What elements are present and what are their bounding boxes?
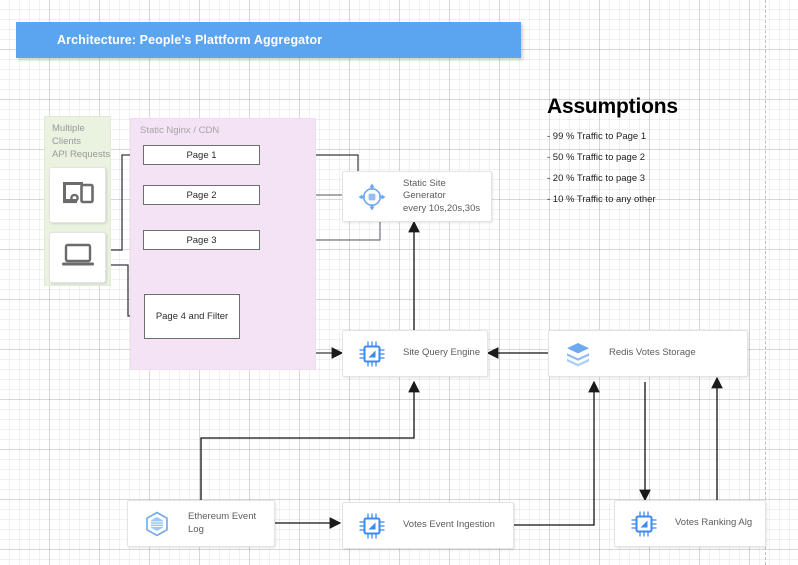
cpu-chip-icon [355,509,389,543]
client-devices-card[interactable] [49,167,106,223]
page-break-line [765,0,766,565]
page-box-page-4-and-filter[interactable]: Page 4 and Filter [144,294,240,339]
assumptions-heading: Assumptions [547,95,678,118]
devices-icon [60,179,96,212]
page-box-page-1[interactable]: Page 1 [143,145,260,165]
cpu-chip-icon [355,337,389,371]
page-2-label: Page 2 [186,189,217,201]
node-static-site-generator[interactable]: Static Site Generator every 10s,20s,30s [342,171,492,222]
stacked-layers-icon [561,337,595,371]
node-redis-votes-storage[interactable]: Redis Votes Storage [548,330,748,377]
page-4-label: Page 4 and Filter [155,311,229,322]
client-laptop-card[interactable] [49,232,106,283]
redis-votes-storage-label: Redis Votes Storage [609,347,696,359]
assumption-item: - 20 % Traffic to page 3 [547,173,646,184]
ethereum-event-log-label: Ethereum Event Log [188,511,257,535]
assumption-item: - 50 % Traffic to page 2 [547,152,646,163]
site-query-engine-label: Site Query Engine [403,347,481,359]
diagram-title-banner: Architecture: People's Plattform Aggrega… [16,22,521,58]
group-clients-label: Multiple Clients API Requests [52,123,111,160]
votes-event-ingestion-label: Votes Event Ingestion [403,519,495,531]
assumption-item: - 99 % Traffic to Page 1 [547,131,647,142]
assumption-item: - 10 % Traffic to any other [547,194,656,205]
page-3-label: Page 3 [186,234,217,246]
assumptions-panel: Assumptions - 99 % Traffic to Page 1 - 5… [547,95,678,215]
static-site-generator-label: Static Site Generator every 10s,20s,30s [403,177,481,214]
blockchain-cube-icon [140,507,174,541]
node-site-query-engine[interactable]: Site Query Engine [342,330,488,377]
node-votes-event-ingestion[interactable]: Votes Event Ingestion [342,502,514,549]
page-box-page-2[interactable]: Page 2 [143,185,260,205]
node-ethereum-event-log[interactable]: Ethereum Event Log [127,500,275,547]
group-cdn-label: Static Nginx / CDN [140,125,220,136]
votes-ranking-alg-label: Votes Ranking Alg [675,517,753,529]
laptop-icon [60,242,96,274]
page-title: Architecture: People's Plattform Aggrega… [57,33,323,47]
node-votes-ranking-alg[interactable]: Votes Ranking Alg [614,500,766,547]
page-box-page-3[interactable]: Page 3 [143,230,260,250]
api-gateway-icon [355,180,389,214]
cpu-chip-icon [627,507,661,541]
page-1-label: Page 1 [186,149,217,161]
